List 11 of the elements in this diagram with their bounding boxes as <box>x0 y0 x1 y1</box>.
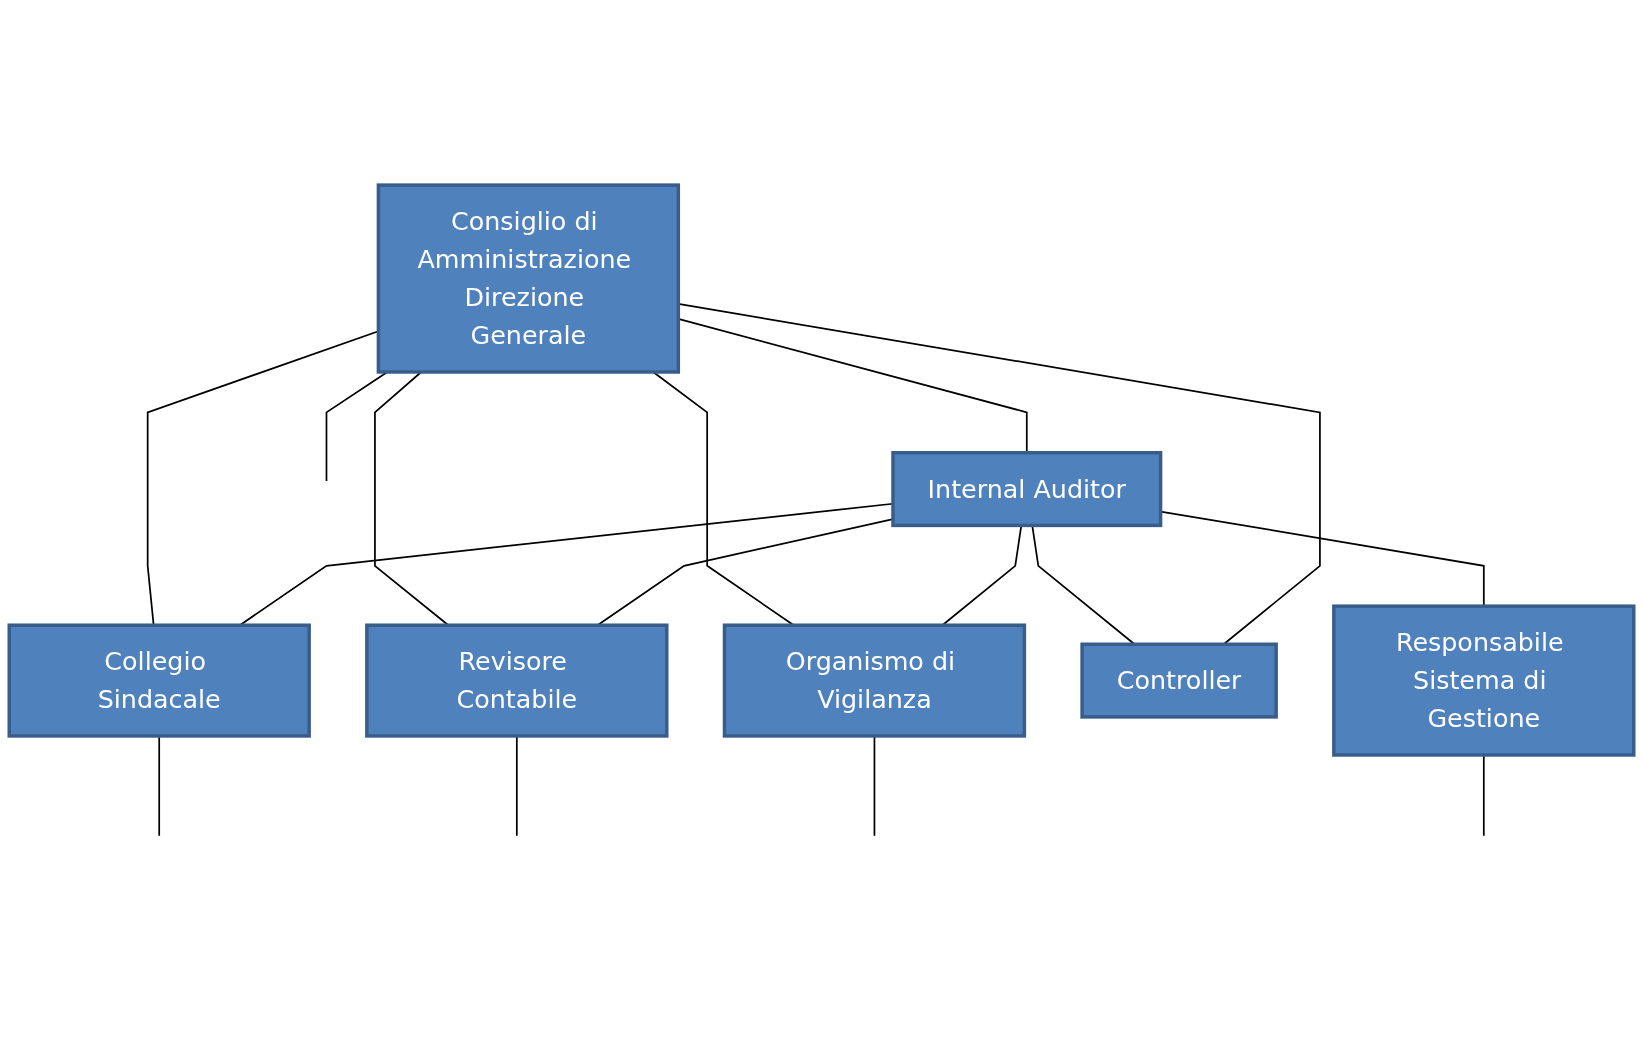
node-box: Consiglio di Amministrazione Direzione Generale <box>376 183 681 374</box>
connector <box>158 735 161 837</box>
node-box: Collegio Sindacale <box>7 623 311 738</box>
node-box: Controller <box>1080 642 1278 719</box>
connector <box>515 735 518 837</box>
connector <box>873 735 876 837</box>
node-box: Responsabile Sistema di Gestione <box>1332 604 1636 757</box>
node-box: Organismo di Vigilanza <box>722 623 1027 738</box>
node-box: Revisore Contabile <box>365 623 669 738</box>
node-box: Internal Auditor <box>891 451 1163 528</box>
connector <box>1482 754 1485 837</box>
